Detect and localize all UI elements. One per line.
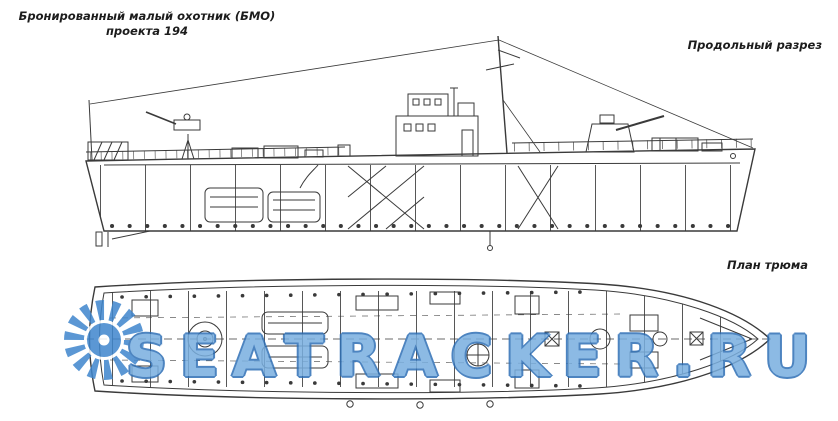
machine-gun [145,111,201,160]
page-title-line2: проекта 194 [105,23,189,38]
deck-fittings [231,144,351,159]
railing [511,138,754,152]
mast-foot [466,343,490,367]
section-markers [346,400,494,409]
plan-hull-outline [88,278,772,400]
plan-portholes-bottom [120,379,587,388]
aft-gun-ring [589,328,668,350]
plan-bulkheads [109,291,745,387]
longitudinal-section-drawing [85,35,756,251]
superstructure [395,87,479,157]
propeller-rudder [95,230,151,247]
plan-portholes-top [120,290,587,299]
gun-ring [187,321,223,357]
hold-plan-drawing [86,278,772,409]
label-longitudinal-section: Продольный разрез [687,38,822,52]
stern-flagstaff [88,99,93,161]
hawse-hole [730,153,736,159]
depth-charge-rack [87,141,129,161]
mast [89,35,754,154]
hatches [544,331,704,347]
hull-outline [85,148,756,232]
engine [204,164,321,223]
page-title: Бронированный малый охотник (БМО) проект… [8,9,286,39]
tank-lattice [347,165,559,230]
label-hold-plan: План трюма [727,258,808,272]
bow-framing [699,317,753,361]
compartment-fittings [131,291,659,393]
engines-plan [261,311,329,369]
page-title-line1: Бронированный малый охотник (БМО) [18,9,276,23]
keel-fitting [487,231,493,251]
